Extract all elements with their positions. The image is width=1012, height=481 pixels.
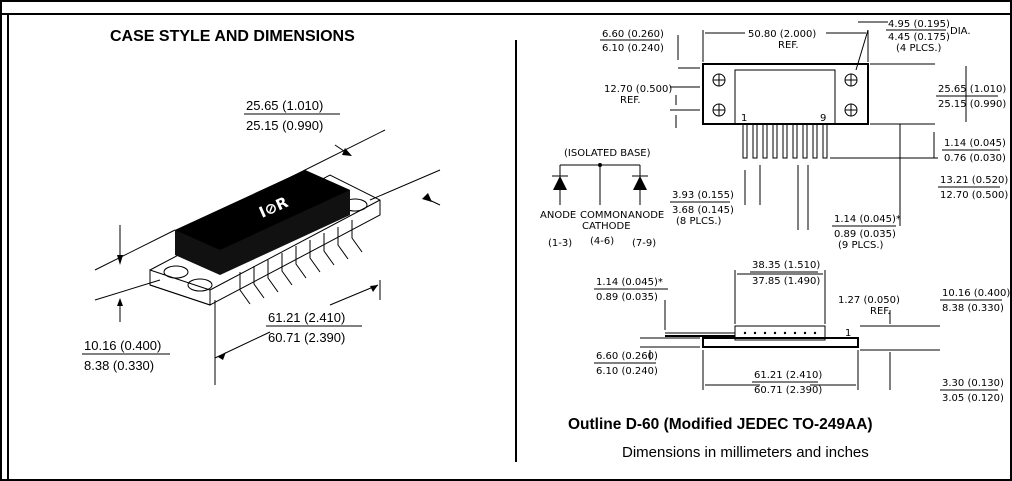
dim-height-min: 8.38 (0.330) xyxy=(84,358,154,373)
dim-lead-thick-min: 0.89 (0.035) xyxy=(596,292,658,303)
schematic-label-common: COMMON xyxy=(580,210,627,221)
dim-body-len-max: 38.35 (1.510) xyxy=(752,260,820,271)
dim-lead-ref: 1.27 (0.050) xyxy=(838,295,900,306)
case-style-title: CASE STYLE AND DIMENSIONS xyxy=(110,28,355,45)
dim-length-min: 25.15 (0.990) xyxy=(246,118,323,133)
dim-base-max: 6.60 (0.260) xyxy=(596,351,658,362)
schematic-pins-1: (1-3) xyxy=(548,238,572,249)
dim-body-width-max: 25.65 (1.010) xyxy=(938,84,1006,95)
pin-first-label: 1 xyxy=(741,113,747,124)
dim-height-max: 10.16 (0.400) xyxy=(84,338,161,353)
dim-width-min: 60.71 (2.390) xyxy=(268,330,345,345)
schematic-label-anode-2: ANODE xyxy=(628,210,664,221)
schematic-title: (ISOLATED BASE) xyxy=(564,148,651,159)
dim-hole-dia-min: 4.45 (0.175) xyxy=(888,32,950,43)
dim-flange-max: 3.30 (0.130) xyxy=(942,378,1004,389)
dim-base-min: 6.10 (0.240) xyxy=(596,366,658,377)
dim-pin-length-min: 12.70 (0.500) xyxy=(940,190,1008,201)
isolated-base-schematic: (ISOLATED BASE) ANODE COMMON ANODE CATHO… xyxy=(540,148,664,249)
top-view-pins xyxy=(742,123,828,159)
dim-total-len-min: 60.71 (2.390) xyxy=(754,385,822,396)
schematic-sublabel-cathode: CATHODE xyxy=(582,221,631,232)
pin-last-label: 9 xyxy=(820,113,826,124)
dim-mount-offset-max: 6.60 (0.260) xyxy=(602,29,664,40)
dim-length-max: 25.65 (1.010) xyxy=(246,98,323,113)
dim-body-width-min: 25.15 (0.990) xyxy=(938,99,1006,110)
dim-pin-thick-max: 1.14 (0.045)* xyxy=(834,214,901,225)
dim-height-min-side: 8.38 (0.330) xyxy=(942,303,1004,314)
dim-pin-pitch-min: 3.68 (0.145) xyxy=(672,205,734,216)
dim-row-spacing-ref: REF. xyxy=(620,95,641,106)
dim-hole-dia-max: 4.95 (0.195) xyxy=(888,19,950,30)
dim-mount-offset-min: 6.10 (0.240) xyxy=(602,43,664,54)
dim-hole-span: 50.80 (2.000) xyxy=(748,29,816,40)
dim-row-spacing: 12.70 (0.500) xyxy=(604,84,672,95)
dim-pin-pitch-count: (8 PLCS.) xyxy=(676,216,722,227)
dim-hole-dia-suffix: DIA. xyxy=(950,26,971,37)
outline-caption: Outline D-60 (Modified JEDEC TO-249AA) xyxy=(568,416,873,433)
schematic-pins-2: (4-6) xyxy=(590,236,614,247)
dim-total-len-max: 61.21 (2.410) xyxy=(754,370,822,381)
dim-pin-length-max: 13.21 (0.520) xyxy=(940,175,1008,186)
side-view-drawing: 1 38.35 (1.510) 37.85 (1.490) 1.14 (0.04… xyxy=(594,260,1010,404)
outline-subcaption: Dimensions in millimeters and inches xyxy=(622,444,869,461)
top-view-drawing: 1 9 6.60 (0.260) 6.10 (0.240) 50.80 (2.0… xyxy=(600,19,1008,251)
dim-pin-pitch-max: 3.93 (0.155) xyxy=(672,190,734,201)
dim-pin-width-max: 1.14 (0.045) xyxy=(944,138,1006,149)
package-isometric-drawing: I⊘R 25.65 (1.010) 25.15 (0.990) 61.21 (2… xyxy=(82,98,441,385)
schematic-label-anode-1: ANODE xyxy=(540,210,576,221)
dim-flange-min: 3.05 (0.120) xyxy=(942,393,1004,404)
dim-lead-thick-max: 1.14 (0.045)* xyxy=(596,277,663,288)
dim-pin-width-min: 0.76 (0.030) xyxy=(944,153,1006,164)
side-view-pin-dots xyxy=(743,331,817,335)
schematic-pins-3: (7-9) xyxy=(632,238,656,249)
package-pins xyxy=(239,220,363,305)
dim-width-max: 61.21 (2.410) xyxy=(268,310,345,325)
dim-pin-thick-count: (9 PLCS.) xyxy=(838,240,884,251)
dim-body-len-min: 37.85 (1.490) xyxy=(752,276,820,287)
dim-height-max-side: 10.16 (0.400) xyxy=(942,288,1010,299)
dim-lead-ref-label: REF. xyxy=(870,306,891,317)
side-pin-mark: 1 xyxy=(845,328,851,339)
dim-hole-span-ref: REF. xyxy=(778,40,799,51)
dim-pin-thick-min: 0.89 (0.035) xyxy=(834,229,896,240)
dim-hole-count: (4 PLCS.) xyxy=(896,43,942,54)
